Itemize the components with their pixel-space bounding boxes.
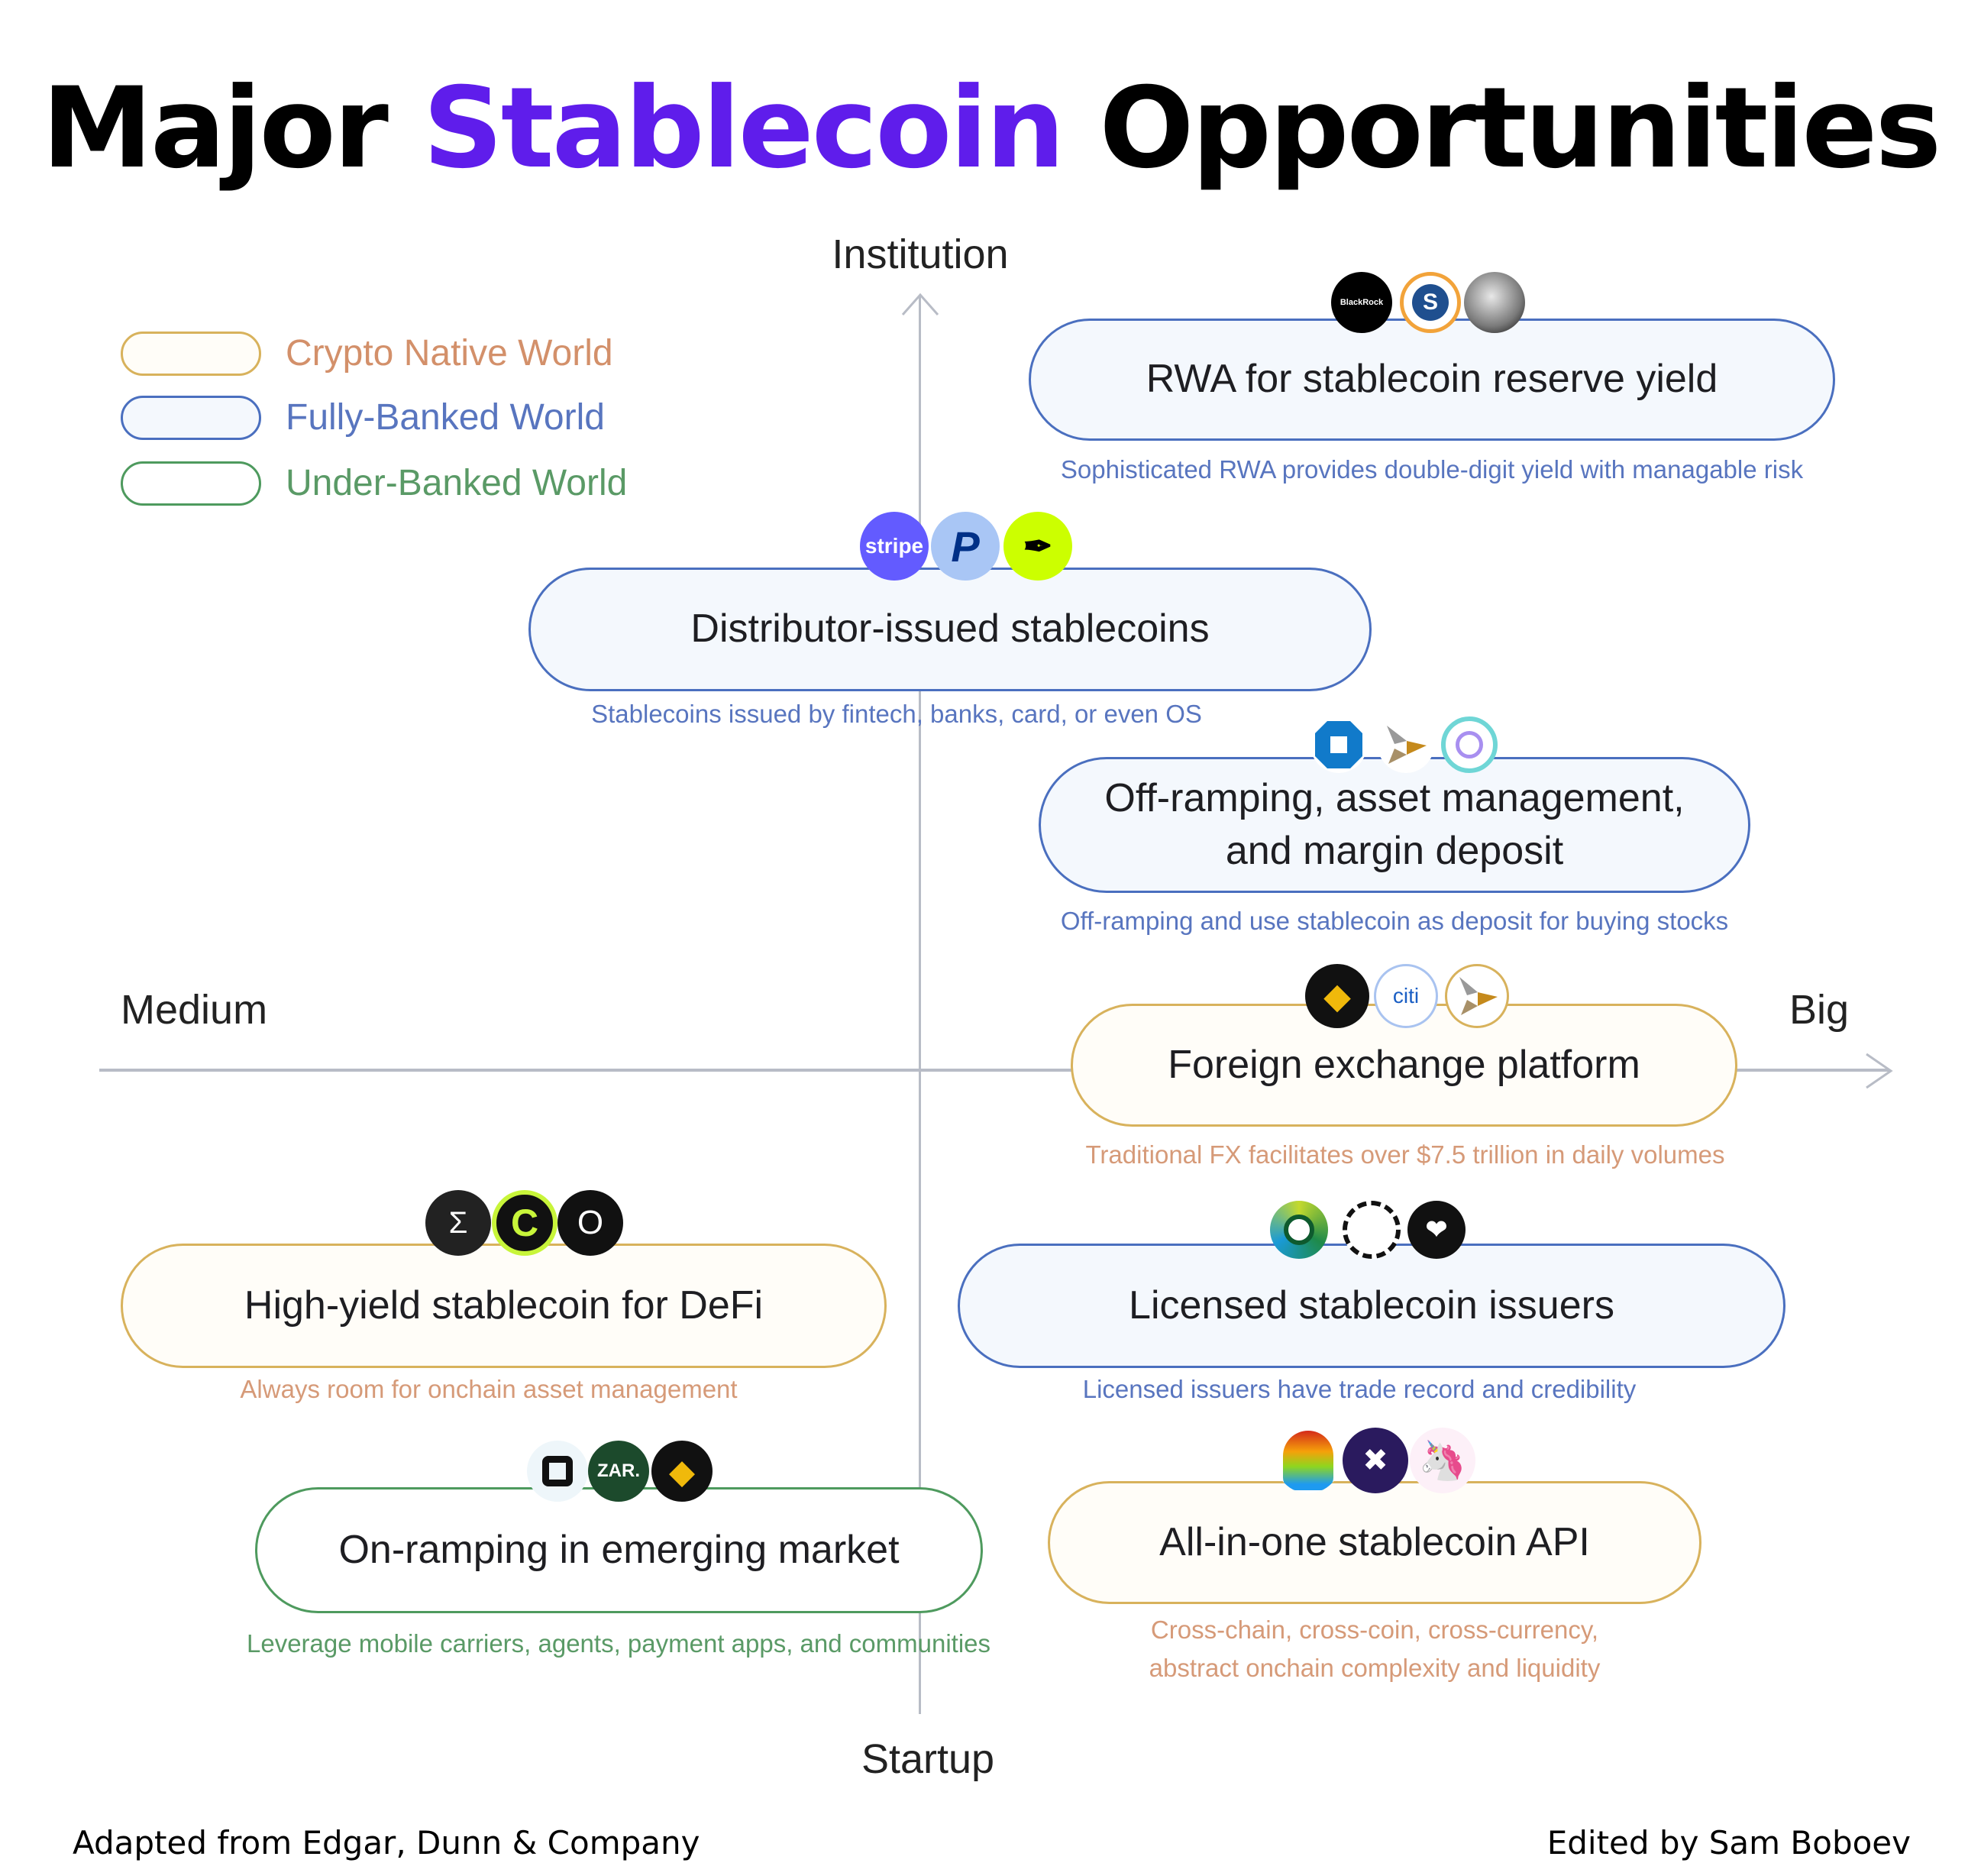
onramp-icon — [527, 1441, 588, 1502]
opportunity-box: On-ramping in emerging market — [255, 1487, 983, 1613]
circle-icon-inner — [1456, 731, 1483, 758]
superstate-icon-inner: S — [1412, 284, 1449, 321]
agora-icon — [1343, 1201, 1401, 1259]
opportunity-box: RWA for stablecoin reserve yield — [1029, 319, 1835, 441]
opportunity-title: Distributor-issued stablecoins — [690, 606, 1210, 652]
opportunity-title-line-1: Off-ramping, asset management, — [1104, 775, 1685, 820]
opportunity-caption-line-1: Cross-chain, cross-coin, cross-currency, — [1150, 1616, 1599, 1644]
legend-swatch-fully-banked — [121, 396, 261, 440]
horizontal-axis — [99, 1069, 1889, 1072]
title-part-2: Opportunities — [1099, 63, 1941, 193]
legend-label-crypto-native: Crypto Native World — [286, 333, 613, 374]
title-accent: Stablecoin — [422, 63, 1065, 193]
paxos-icon-inner — [1284, 1215, 1314, 1245]
axis-label-institution: Institution — [832, 231, 1009, 277]
opportunity-caption: Stablecoins issued by fintech, banks, ca… — [591, 700, 1202, 728]
onramp-icon-inner — [542, 1456, 573, 1486]
opportunity-title-line-2: and margin deposit — [1225, 829, 1564, 873]
axis-label-startup: Startup — [861, 1736, 995, 1782]
zar-icon: ZAR. — [588, 1441, 649, 1502]
legend-swatch-crypto-native — [121, 332, 261, 376]
opportunity-caption: Off-ramping and use stablecoin as deposi… — [1060, 907, 1729, 935]
standard-chartered-icon — [1445, 964, 1509, 1028]
page-title: Major Stablecoin Opportunities — [0, 67, 1981, 190]
opportunity-title: High-yield stablecoin for DeFi — [244, 1282, 764, 1328]
opportunity-title: Licensed stablecoin issuers — [1129, 1282, 1614, 1328]
vertical-axis — [919, 296, 921, 1714]
brale-icon: ❤ — [1407, 1201, 1466, 1259]
opportunity-title: On-ramping in emerging market — [338, 1527, 900, 1572]
legend-label-fully-banked: Fully-Banked World — [286, 397, 605, 438]
circle-icon — [1441, 716, 1498, 773]
robinhood-icon: ✒ — [1003, 512, 1072, 581]
stargate-icon: ✖ — [1343, 1428, 1408, 1493]
opportunity-caption: Traditional FX facilitates over $7.5 tri… — [1085, 1140, 1725, 1169]
opportunity-caption: Sophisticated RWA provides double-digit … — [1060, 455, 1804, 484]
paypal-icon: P — [931, 512, 1000, 581]
superstate-icon: S — [1400, 272, 1461, 333]
paxos-icon — [1270, 1201, 1328, 1259]
title-part-1: Major — [41, 63, 389, 193]
opportunity-box: High-yield stablecoin for DeFi — [121, 1244, 887, 1368]
citi-icon: citi — [1374, 964, 1438, 1028]
uniswap-icon: 🦄 — [1410, 1428, 1475, 1493]
curve-icon-inner — [1283, 1431, 1333, 1490]
opportunity-title: RWA for stablecoin reserve yield — [1146, 357, 1718, 402]
opportunity-caption-line-2: abstract onchain complexity and liquidit… — [1149, 1654, 1601, 1682]
opportunity-box: Distributor-issued stablecoins — [528, 568, 1372, 691]
curve-icon — [1275, 1428, 1341, 1493]
opportunity-caption: Licensed issuers have trade record and c… — [1082, 1375, 1637, 1403]
opportunity-box: Off-ramping, asset management, and margi… — [1039, 757, 1750, 893]
usual-icon: C — [492, 1190, 557, 1256]
arrow-up-icon — [901, 293, 939, 315]
footer-editor: Edited by Sam Boboev — [1546, 1824, 1911, 1861]
franklin-templeton-icon — [1464, 272, 1525, 333]
opportunity-caption: Always room for onchain asset management — [240, 1375, 738, 1403]
opportunity-caption: Leverage mobile carriers, agents, paymen… — [247, 1629, 990, 1658]
opportunity-title: All-in-one stablecoin API — [1159, 1519, 1590, 1564]
axis-label-medium: Medium — [121, 987, 268, 1033]
ethena-icon: Σ — [425, 1190, 491, 1256]
blackrock-icon: BlackRock — [1331, 272, 1392, 333]
opportunity-box: Foreign exchange platform — [1071, 1004, 1737, 1127]
opportunity-title: Foreign exchange platform — [1168, 1042, 1640, 1087]
binance-icon: ◆ — [1305, 964, 1369, 1028]
arrow-right-icon — [1866, 1053, 1893, 1089]
stripe-icon: stripe — [860, 512, 929, 581]
standard-chartered-icon — [1378, 716, 1434, 773]
legend-label-under-banked: Under-Banked World — [286, 463, 628, 503]
ondo-icon: O — [557, 1190, 623, 1256]
footer-source: Adapted from Edgar, Dunn & Company — [73, 1824, 700, 1861]
chase-icon — [1310, 716, 1367, 773]
binance-icon: ◆ — [651, 1441, 713, 1502]
opportunity-box: All-in-one stablecoin API — [1048, 1481, 1701, 1604]
axis-label-big: Big — [1789, 987, 1850, 1033]
legend-swatch-under-banked — [121, 461, 261, 506]
opportunity-box: Licensed stablecoin issuers — [958, 1244, 1785, 1368]
